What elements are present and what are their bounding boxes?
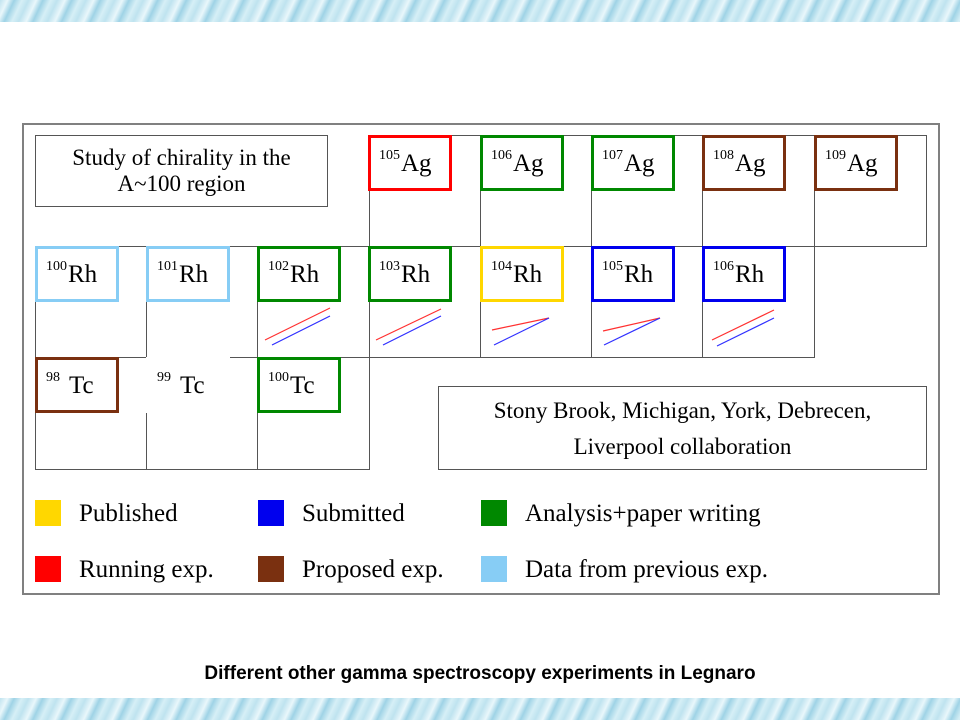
slide-caption: Different other gamma spectroscopy exper… (204, 663, 756, 684)
band-line-lower (493, 317, 550, 346)
collaboration-note: Stony Brook, Michigan, York, Debrecen, L… (438, 386, 927, 470)
legend-label: Running exp. (79, 556, 214, 583)
mass-number: 105 (602, 259, 623, 274)
nucleus-ag107: 107Ag (591, 135, 675, 191)
nucleus-rh100: 100Rh (35, 246, 119, 302)
band-line-upper (711, 309, 775, 341)
element-symbol: Rh (68, 261, 98, 288)
legend-swatch (481, 500, 507, 526)
nucleus-rh105: 105Rh (591, 246, 675, 302)
band-pair-rh106 (711, 309, 775, 347)
mass-number: 107 (602, 148, 623, 163)
legend-swatch (35, 500, 61, 526)
legend-label: Analysis+paper writing (525, 500, 761, 527)
element-symbol: Tc (180, 372, 205, 399)
element-symbol: Rh (624, 261, 654, 288)
diagram-title-line-2: A~100 region (117, 171, 246, 196)
legend-swatch (258, 556, 284, 582)
mass-number: 100 (268, 370, 289, 385)
element-symbol: Ag (401, 150, 432, 177)
nucleus-ag109: 109Ag (814, 135, 898, 191)
element-symbol: Ag (513, 150, 544, 177)
band-pair-rh102 (264, 307, 331, 346)
mass-number: 105 (379, 148, 400, 163)
collaboration-line-2: Liverpool collaboration (573, 434, 792, 459)
band-line-lower (603, 317, 661, 346)
element-symbol: Rh (290, 261, 320, 288)
chirality-diagram-frame (22, 123, 940, 595)
band-line-upper (491, 317, 550, 331)
element-symbol: Ag (735, 150, 766, 177)
legend-label: Published (79, 500, 178, 527)
band-pair-rh105 (602, 317, 661, 346)
element-symbol: Tc (69, 372, 94, 399)
nucleus-rh101: 101Rh (146, 246, 230, 302)
legend-label: Submitted (302, 500, 405, 527)
nucleus-rh103: 103Rh (368, 246, 452, 302)
nucleus-ag105: 105Ag (368, 135, 452, 191)
element-symbol: Tc (290, 372, 315, 399)
band-line-lower (382, 315, 442, 346)
mass-number: 106 (713, 259, 734, 274)
nucleus-ag106: 106Ag (480, 135, 564, 191)
mass-number: 109 (825, 148, 846, 163)
element-symbol: Rh (513, 261, 543, 288)
legend-swatch (35, 556, 61, 582)
element-symbol: Ag (847, 150, 878, 177)
nucleus-rh104: 104Rh (480, 246, 564, 302)
band-line-lower (716, 317, 775, 347)
legend-label: Proposed exp. (302, 556, 444, 583)
band-line-upper (602, 317, 661, 332)
mass-number: 102 (268, 259, 289, 274)
mass-number: 101 (157, 259, 178, 274)
band-line-upper (264, 307, 331, 341)
nucleus-rh106: 106Rh (702, 246, 786, 302)
nucleus-rh102: 102Rh (257, 246, 341, 302)
legend-label: Data from previous exp. (525, 556, 768, 583)
mass-number: 108 (713, 148, 734, 163)
band-line-upper (375, 308, 442, 341)
nucleus-ag108: 108Ag (702, 135, 786, 191)
top-decorative-band (0, 0, 960, 22)
mass-number: 106 (491, 148, 512, 163)
element-symbol: Rh (179, 261, 209, 288)
mass-number: 100 (46, 259, 67, 274)
legend-swatch (258, 500, 284, 526)
nucleus-tc99: 99 Tc (146, 357, 230, 413)
band-pair-rh103 (375, 308, 442, 346)
diagram-title-line-1: Study of chirality in the (72, 145, 291, 170)
bottom-decorative-band (0, 698, 960, 720)
band-line-lower (271, 315, 331, 346)
mass-number: 98 (46, 370, 60, 385)
nucleus-tc100: 100Tc (257, 357, 341, 413)
element-symbol: Rh (401, 261, 431, 288)
nucleus-tc98: 98 Tc (35, 357, 119, 413)
collaboration-line-1: Stony Brook, Michigan, York, Debrecen, (493, 398, 872, 423)
diagram-title: Study of chirality in the A~100 region (35, 135, 328, 207)
mass-number: 104 (491, 259, 512, 274)
element-symbol: Rh (735, 261, 765, 288)
element-symbol: Ag (624, 150, 655, 177)
legend-swatch (481, 556, 507, 582)
band-pair-rh104 (491, 317, 550, 346)
mass-number: 99 (157, 370, 171, 385)
mass-number: 103 (379, 259, 400, 274)
